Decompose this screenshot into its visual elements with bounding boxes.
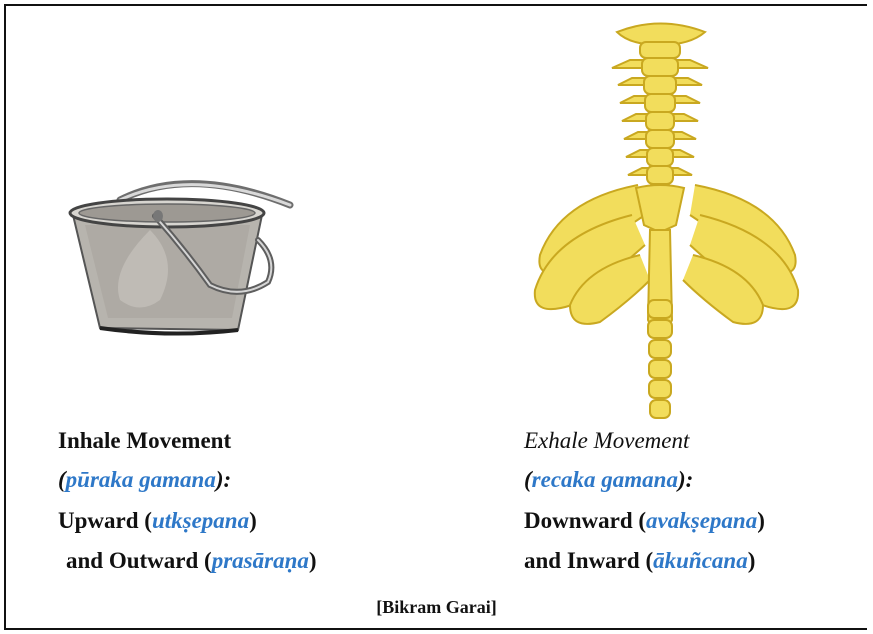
- exhale-title: Exhale Movement: [524, 428, 689, 453]
- inhale-title: Inhale Movement: [58, 427, 231, 455]
- exhale-direction-1: Downward (avakṣepana): [524, 507, 765, 535]
- exhale-direction-2: and Inward (ākuñcana): [524, 547, 755, 575]
- inhale-direction-1: Upward (utkṣepana): [58, 507, 257, 535]
- inhale-sanskrit: pūraka gamana: [66, 467, 216, 492]
- inhale-direction-2: and Outward (prasāraṇa): [66, 547, 317, 575]
- avaksepana-term: avakṣepana: [646, 508, 757, 533]
- inward-label: and Inward: [524, 548, 640, 573]
- utksepana-term: utkṣepana: [152, 508, 249, 533]
- outward-label: and Outward: [66, 548, 198, 573]
- bucket-icon: [70, 184, 290, 334]
- inhale-sanskrit-line: (pūraka gamana):: [58, 466, 231, 494]
- prasarana-term: prasāraṇa: [212, 548, 309, 573]
- downward-label: Downward: [524, 508, 633, 533]
- exhale-sanskrit: recaka gamana: [532, 467, 678, 492]
- spine-ribcage-icon: [535, 24, 798, 419]
- exhale-title-line: Exhale Movement: [524, 427, 689, 455]
- upward-label: Upward: [58, 508, 139, 533]
- akuncana-term: ākuñcana: [653, 548, 748, 573]
- image-credit: [Bikram Garai]: [0, 597, 873, 618]
- exhale-sanskrit-line: (recaka gamana):: [524, 466, 693, 494]
